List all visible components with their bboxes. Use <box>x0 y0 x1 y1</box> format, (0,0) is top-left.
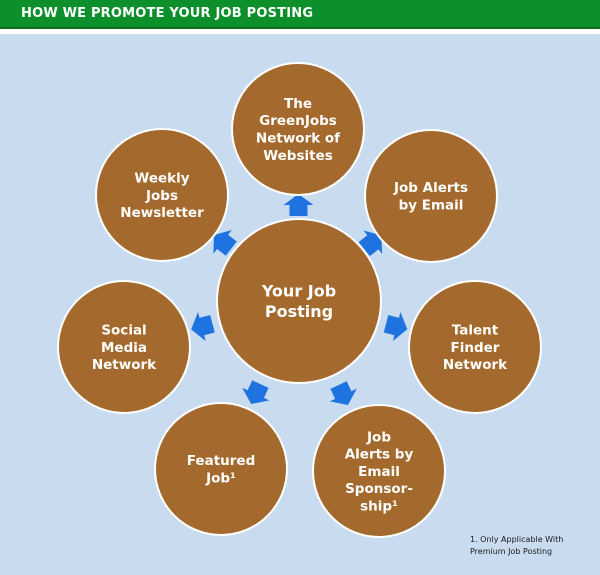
page-title: HOW WE PROMOTE YOUR JOB POSTING <box>21 6 314 21</box>
node-label-greenjobs-network-line: Websites <box>263 148 333 164</box>
flow-arrow-7 <box>213 230 237 256</box>
node-label-greenjobs-network-line: Network of <box>256 131 340 147</box>
node-label-job-alerts-sponsorship-line: Alerts by <box>345 447 414 463</box>
node-label-greenjobs-network-line: GreenJobs <box>259 113 337 129</box>
node-label-job-alerts-email-line: by Email <box>399 198 464 214</box>
node-circle-featured-job <box>154 402 288 536</box>
node-label-talent-finder-line: Network <box>443 357 508 373</box>
node-circle-job-alerts-email <box>364 129 498 263</box>
node-circle-talent-finder <box>408 280 542 414</box>
node-label-social-media-line: Network <box>92 357 157 373</box>
flow-arrow-4 <box>329 381 357 406</box>
footnote-line-1: 1. Only Applicable With <box>470 535 564 544</box>
node-circle-greenjobs-network <box>231 62 365 196</box>
footnote: 1. Only Applicable With Premium Job Post… <box>470 534 563 558</box>
node-label-job-alerts-sponsorship-line: ship¹ <box>360 498 398 514</box>
node-circle-job-alerts-sponsorship <box>312 404 446 538</box>
node-label-talent-finder-line: Talent <box>452 323 499 339</box>
center-label-line: Posting <box>265 302 333 321</box>
node-label-social-media-line: Social <box>101 323 146 339</box>
flow-arrow-3 <box>383 312 408 342</box>
node-label-talent-finder-line: Finder <box>451 340 500 356</box>
node-circle-social-media <box>57 280 191 414</box>
center-label-line: Your Job <box>261 282 336 301</box>
node-label-job-alerts-sponsorship-line: Email <box>358 464 400 480</box>
node-label-weekly-newsletter-line: Newsletter <box>120 205 204 221</box>
node-circle-weekly-newsletter <box>95 128 229 262</box>
node-label-weekly-newsletter-line: Weekly <box>134 171 189 187</box>
flow-arrow-1 <box>283 194 314 217</box>
flow-arrow-5 <box>242 380 270 405</box>
flow-arrow-6 <box>191 312 215 342</box>
node-label-job-alerts-sponsorship-line: Sponsor- <box>345 481 413 497</box>
node-label-job-alerts-sponsorship-line: Job <box>366 429 391 445</box>
node-label-weekly-newsletter-line: Jobs <box>145 188 178 204</box>
footnote-line-2: Premium Job Posting <box>470 547 553 556</box>
center-circle <box>216 218 382 384</box>
flow-arrow-2 <box>358 230 383 257</box>
node-label-greenjobs-network-line: The <box>284 96 312 112</box>
section-header: HOW WE PROMOTE YOUR JOB POSTING <box>0 0 600 29</box>
node-label-social-media-line: Media <box>101 340 147 356</box>
node-label-featured-job-line: Featured <box>187 453 255 469</box>
node-label-featured-job-line: Job¹ <box>205 471 236 487</box>
node-label-job-alerts-email-line: Job Alerts <box>393 180 468 196</box>
